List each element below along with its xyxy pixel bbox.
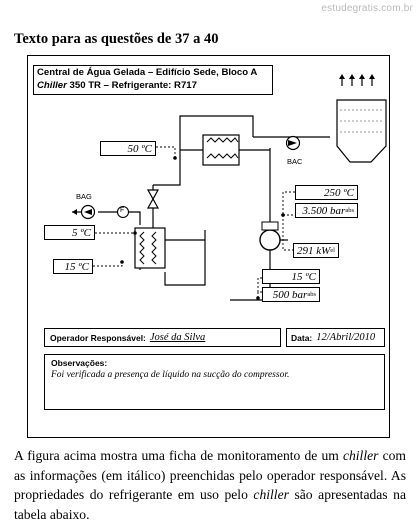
header-chiller-word: Chiller (37, 79, 67, 91)
pipe-condenser-top (179, 115, 254, 148)
expansion-valve-icon (146, 189, 160, 209)
reading-condenser-water-temp: 50 ºC (100, 141, 156, 156)
refrigeration-schematic (72, 74, 387, 301)
date-label: Data: (291, 332, 313, 343)
header-line-2: Chiller 350 TR – Refrigerante: R717 (37, 80, 269, 93)
condenser-coil-icon (206, 137, 239, 159)
header-line-1: Central de Água Gelada – Edifício Sede, … (37, 67, 258, 78)
section-title: Texto para as questões de 37 a 40 (14, 31, 219, 47)
monitoring-sheet-frame (27, 55, 390, 438)
observations-field: Observações: Foi verificada a presença d… (44, 354, 385, 410)
reading-chilled-water-temp: 5 ºC (44, 225, 95, 240)
site-watermark: estudegratis.com.br (321, 3, 413, 14)
compressor-icon (259, 229, 281, 251)
header-line-2-rest: 350 TR – Refrigerante: R717 (66, 79, 197, 91)
pipe-evaporator-out (164, 230, 206, 286)
reading-suction-temp: 15 ºC (262, 269, 320, 284)
bag-label: BAG (76, 192, 92, 201)
reading-discharge-temp: 250 ºC (295, 185, 358, 200)
observations-label: Observações: (51, 358, 108, 368)
sheet-header: Central de Água Gelada – Edifício Sede, … (33, 65, 273, 95)
cooling-tower-icon (336, 99, 387, 163)
question-paragraph: A figura acima mostra uma ficha de monit… (14, 448, 406, 522)
operator-label: Operador Responsável: (50, 332, 146, 343)
date-value: 12/Abril/2010 (316, 332, 376, 343)
operator-value: José da Silva (149, 332, 206, 343)
bac-label: BAC (287, 157, 303, 166)
observations-value: Foi verificada a presença de líquido na … (51, 370, 290, 380)
date-field: Data: 12/Abril/2010 (286, 328, 385, 347)
reading-return-water-temp: 15 ºC (53, 259, 93, 274)
operator-field: Operador Responsável: José da Silva (44, 328, 281, 347)
flow-meter-label: F (120, 207, 125, 214)
flow-meter-icon (116, 205, 130, 219)
pipe-liquid-line (153, 148, 181, 186)
pipe-chilled-water (98, 211, 141, 225)
evaporator-exchanger (134, 227, 166, 269)
